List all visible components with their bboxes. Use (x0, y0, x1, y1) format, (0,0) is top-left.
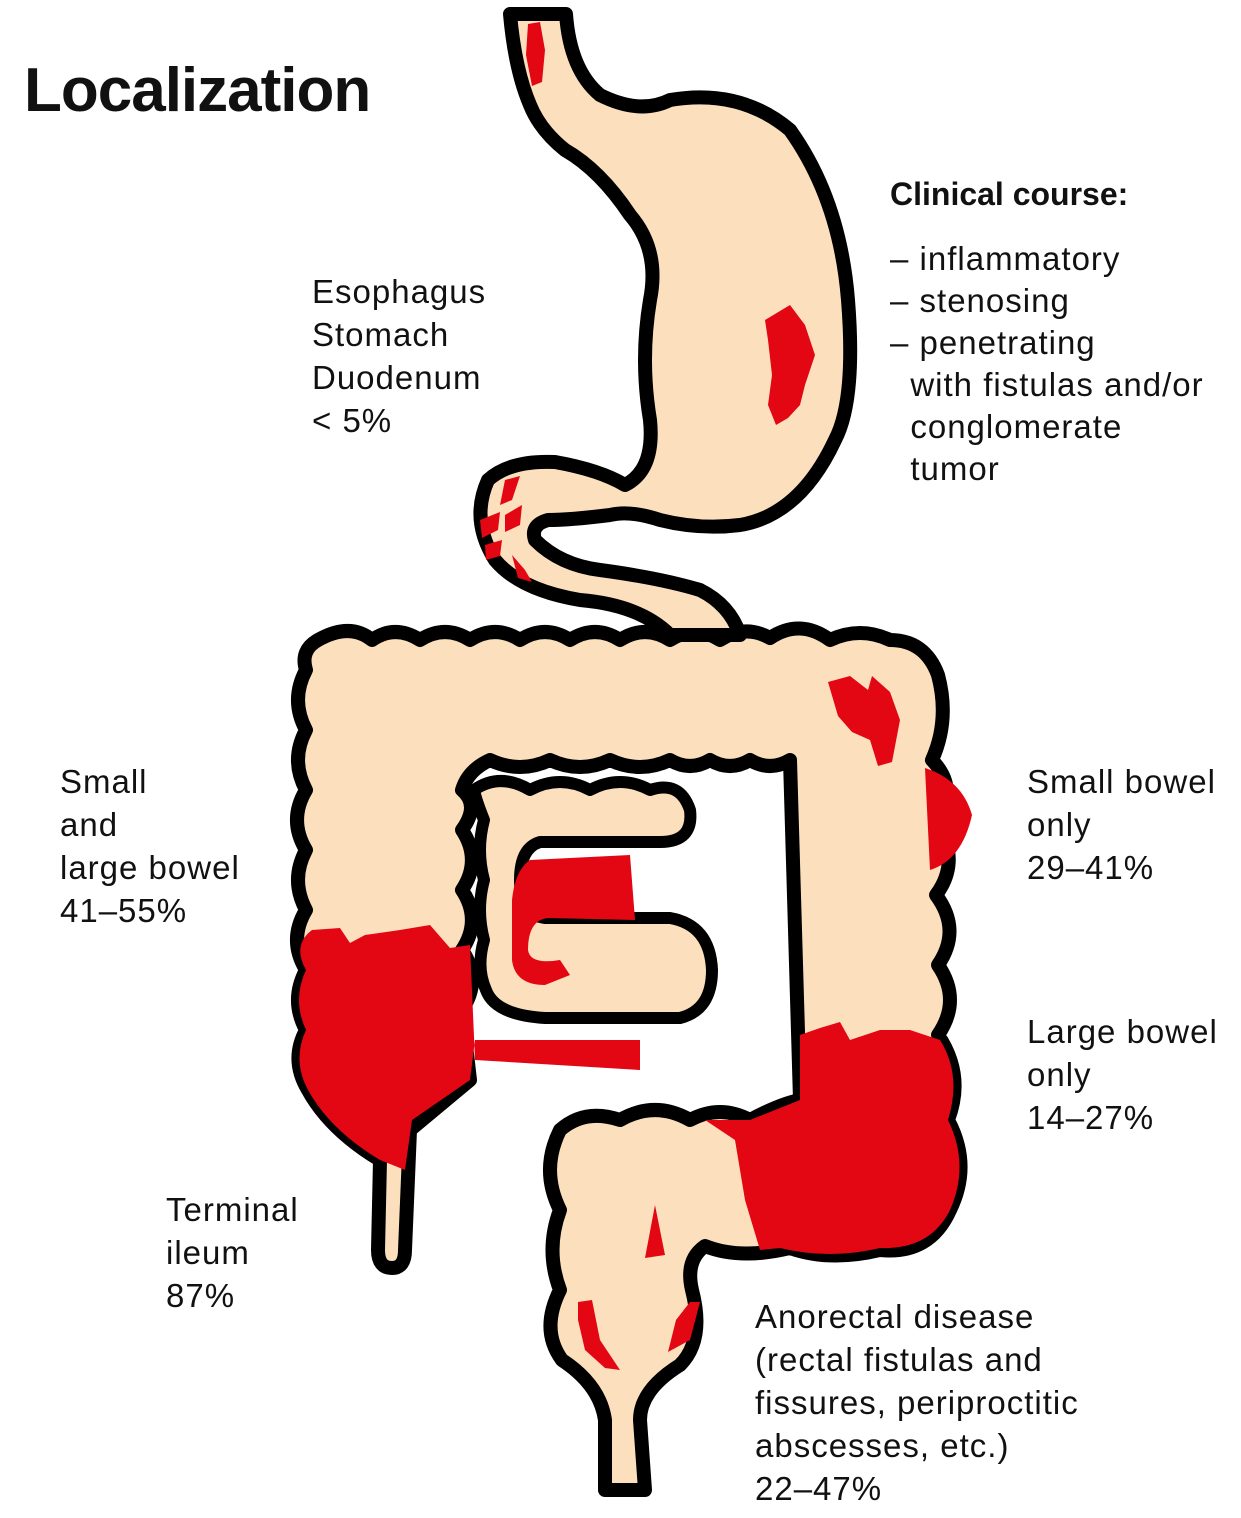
label-line: and (60, 803, 240, 846)
clinical-course-continuation: tumor (890, 448, 1204, 490)
label-line: only (1027, 803, 1216, 846)
label-percentage: 29–41% (1027, 846, 1216, 889)
clinical-course-item: inflammatory (890, 238, 1204, 280)
label-percentage: 87% (166, 1274, 299, 1317)
label-small-and-large-bowel: Small and large bowel 41–55% (60, 760, 240, 932)
label-line: Large bowel (1027, 1010, 1218, 1053)
lesion-bowel-wall (925, 768, 972, 870)
label-line: Duodenum (312, 356, 486, 399)
label-terminal-ileum: Terminal ileum 87% (166, 1188, 299, 1317)
clinical-course-continuation: conglomerate (890, 406, 1204, 448)
clinical-course-continuation: with fistulas and/or (890, 364, 1204, 406)
label-percentage: < 5% (312, 399, 486, 442)
label-line: large bowel (60, 846, 240, 889)
label-line: Terminal (166, 1188, 299, 1231)
label-line: (rectal fistulas and (755, 1338, 1079, 1381)
clinical-course-item: stenosing (890, 280, 1204, 322)
label-percentage: 41–55% (60, 889, 240, 932)
label-line: only (1027, 1053, 1218, 1096)
label-upper-gi: Esophagus Stomach Duodenum < 5% (312, 270, 486, 442)
label-small-bowel-only: Small bowel only 29–41% (1027, 760, 1216, 889)
clinical-course-list: inflammatory stenosing penetrating with … (890, 238, 1204, 490)
label-line: fissures, periproctitic (755, 1381, 1079, 1424)
label-line: Small (60, 760, 240, 803)
digestive-tract (297, 14, 972, 1490)
label-anorectal-disease: Anorectal disease (rectal fistulas and f… (755, 1295, 1079, 1510)
label-line: ileum (166, 1231, 299, 1274)
label-line: Small bowel (1027, 760, 1216, 803)
label-line: Anorectal disease (755, 1295, 1079, 1338)
label-percentage: 14–27% (1027, 1096, 1218, 1139)
label-large-bowel-only: Large bowel only 14–27% (1027, 1010, 1218, 1139)
label-line: Stomach (312, 313, 486, 356)
clinical-course-title: Clinical course: (890, 176, 1128, 213)
label-percentage: 22–47% (755, 1467, 1079, 1510)
page-title: Localization (24, 55, 370, 126)
clinical-course-item: penetrating (890, 322, 1204, 364)
label-line: abscesses, etc.) (755, 1424, 1079, 1467)
label-line: Esophagus (312, 270, 486, 313)
